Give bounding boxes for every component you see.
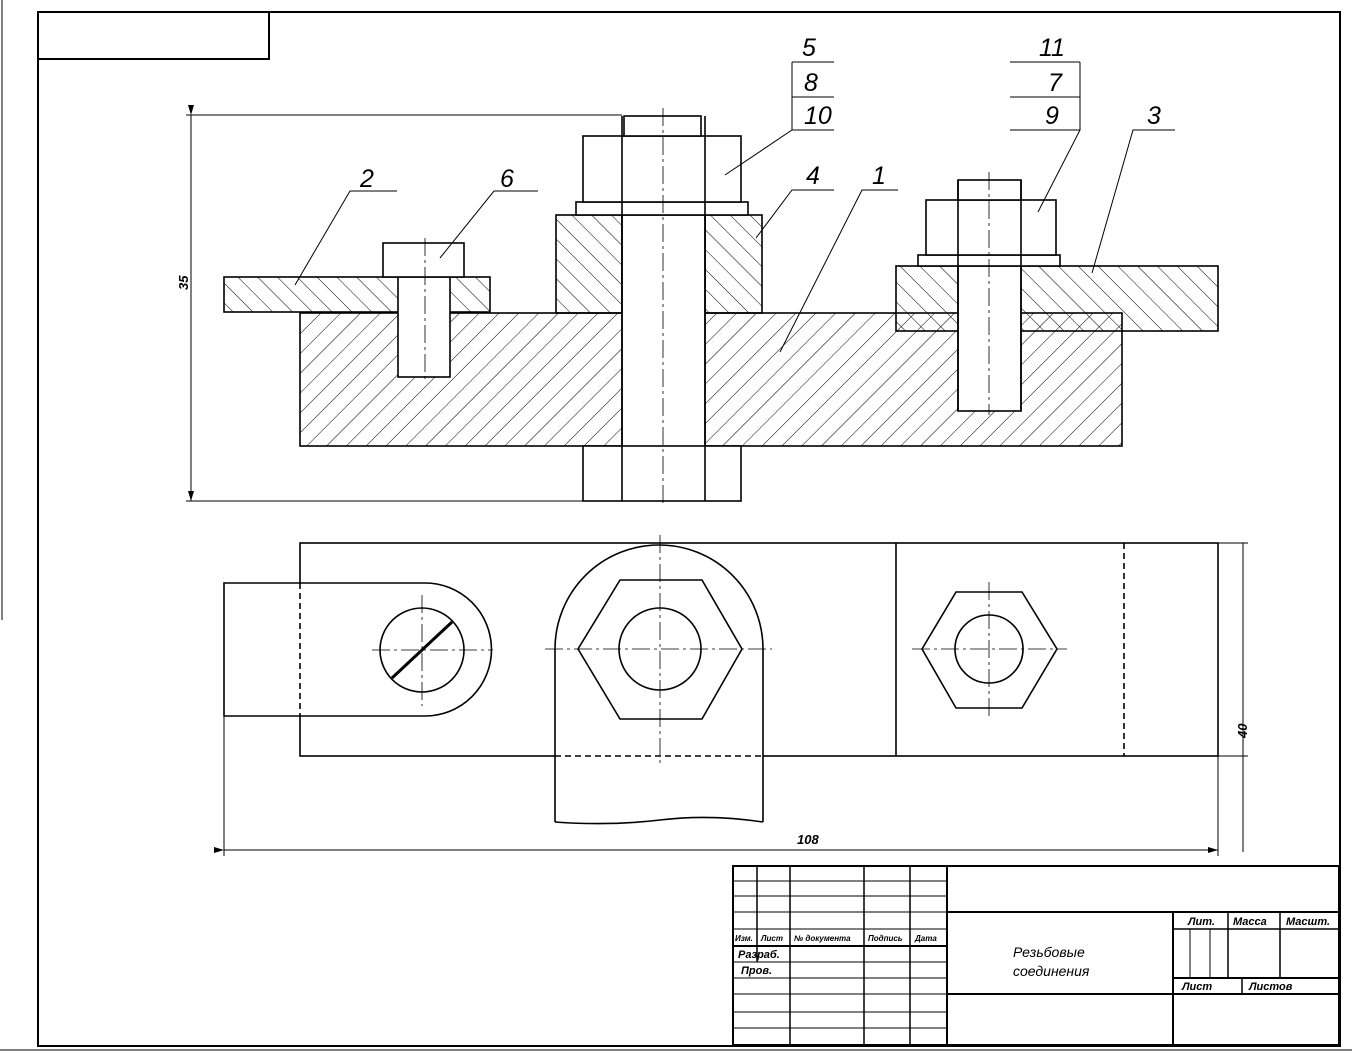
top-centerlines	[372, 535, 1067, 765]
tb-header-doc-no: № документа	[794, 934, 851, 943]
screw-6-slot	[390, 620, 454, 680]
callout-6: 6	[500, 165, 514, 193]
callout-9: 9	[1045, 102, 1059, 130]
callout-2: 2	[359, 165, 374, 193]
bolt-10-top-circle	[618, 607, 702, 691]
tb-mass: Масса	[1233, 916, 1267, 928]
tb-sheets: Листов	[1248, 981, 1293, 993]
nut-5	[582, 135, 742, 203]
bolt-10-top	[623, 115, 702, 137]
leader-lines	[294, 61, 1175, 353]
part-4-block-right	[704, 214, 763, 314]
tb-sheet: Лист	[1181, 981, 1212, 993]
tb-header-date: Дата	[914, 934, 937, 943]
bolt-10-bore	[621, 214, 706, 448]
washer-8	[575, 201, 749, 216]
tb-row-checked: Пров.	[741, 965, 772, 977]
part-4-block-left	[555, 214, 623, 314]
tb-row-developed: Разраб.	[738, 949, 780, 961]
callout-4: 4	[806, 162, 820, 190]
dim-text-108: 108	[797, 832, 819, 847]
tb-header-list: Лист	[760, 934, 783, 943]
tb-lit: Лит.	[1187, 916, 1215, 928]
callout-11: 11	[1039, 34, 1065, 62]
bolt-10-nut-lower	[582, 445, 742, 502]
title-block	[732, 865, 1340, 1046]
tb-header-izm: Изм.	[735, 934, 753, 943]
screw-6-shank	[397, 276, 451, 378]
top-view	[223, 542, 1219, 825]
tb-title-line2: соединения	[1013, 963, 1090, 979]
callout-1: 1	[872, 162, 886, 190]
nut-11	[925, 199, 1057, 256]
callout-7: 7	[1048, 69, 1063, 97]
callout-5: 5	[802, 34, 816, 62]
callout-10: 10	[804, 102, 832, 130]
stud-9-bore	[957, 265, 1022, 412]
front-centerlines	[424, 108, 990, 505]
front-view-section	[223, 115, 1219, 502]
dimension-top	[214, 542, 1248, 856]
tb-header-signature: Подпись	[868, 934, 903, 943]
dim-text-40: 40	[1235, 723, 1250, 739]
callout-3: 3	[1147, 102, 1161, 130]
screw-6-head	[382, 242, 465, 278]
dimension-front-height	[186, 105, 622, 502]
dim-text-35: 35	[176, 275, 191, 290]
tb-scale: Масшт.	[1286, 916, 1330, 928]
callout-8: 8	[804, 69, 818, 97]
tb-title-line1: Резьбовые	[1013, 944, 1085, 960]
part-3-right-plate	[895, 265, 1219, 332]
stud-9-top	[957, 179, 1022, 201]
